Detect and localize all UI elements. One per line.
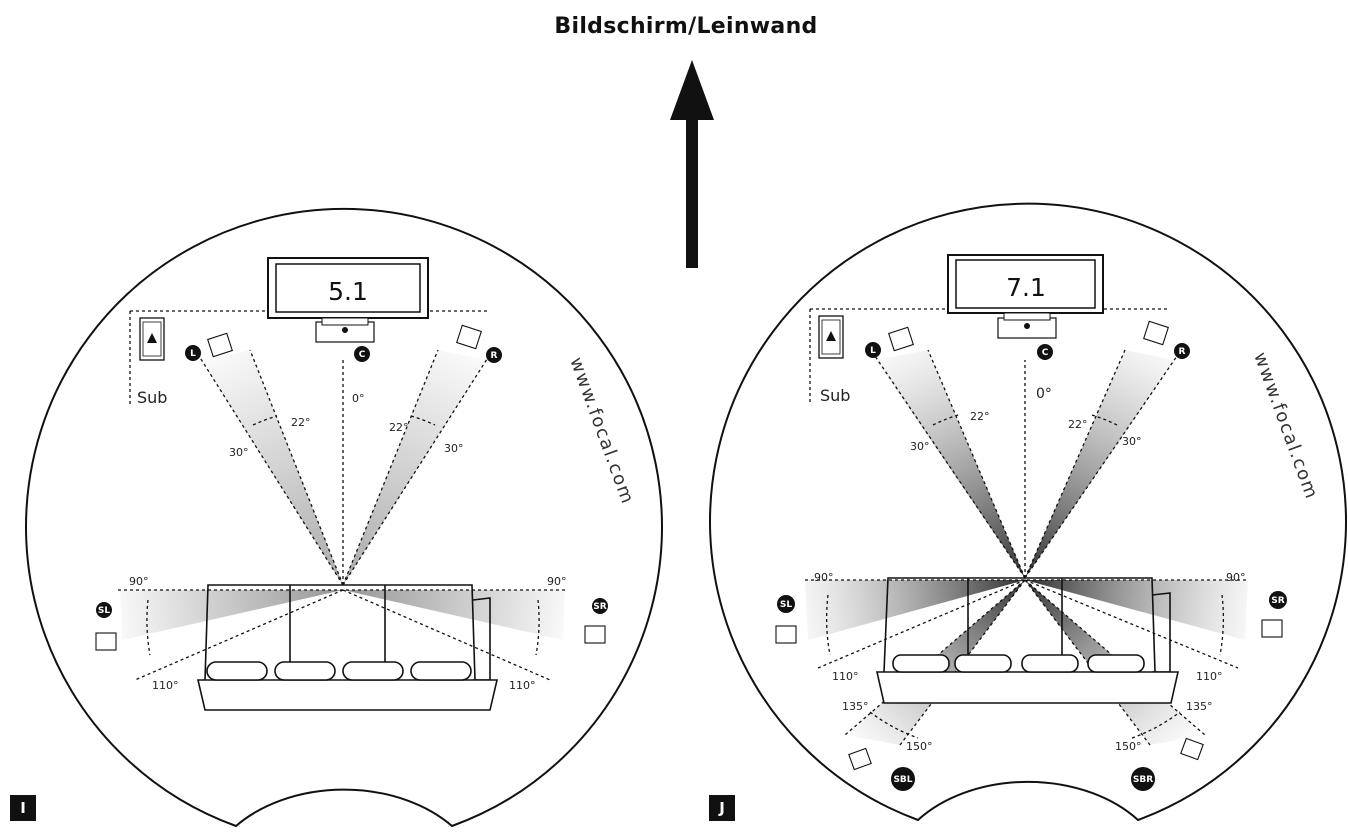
- config-label: 5.1: [328, 277, 368, 306]
- panel-7-1: 7.1 Sub L C R SL SR SBL SBR 0° 22°: [709, 202, 1347, 822]
- angle-center: 0°: [352, 392, 365, 405]
- svg-text:SR: SR: [1271, 596, 1284, 606]
- angle-side-back-left: 110°: [832, 670, 859, 683]
- angle-side-left: 90°: [814, 571, 834, 584]
- angle-front-inner-right: 22°: [389, 421, 409, 434]
- wedge-side-right: [343, 590, 565, 640]
- speaker-badge-C: C: [1037, 344, 1053, 360]
- wedge-front-right: [343, 350, 487, 585]
- couch: [875, 577, 1180, 704]
- angle-side-left: 90°: [129, 575, 149, 588]
- angle-side-back-left: 110°: [152, 679, 179, 692]
- speaker-badge-C: C: [354, 346, 370, 362]
- website-url: www.focal.com: [1249, 350, 1322, 503]
- panel-label-i: I: [10, 795, 36, 821]
- svg-text:L: L: [190, 349, 196, 359]
- sub-label: Sub: [137, 388, 167, 407]
- room-outline: [25, 207, 663, 828]
- svg-text:SL: SL: [780, 600, 792, 610]
- angle-front-outer-right: 30°: [1122, 435, 1142, 448]
- speaker-badge-SR: SR: [592, 598, 608, 614]
- panel-5-1: 5.1 Sub L C R SL SR 0° 22° 3: [25, 207, 663, 828]
- panel-label-j: J: [709, 795, 735, 821]
- wedge-side-left: [805, 580, 1025, 640]
- svg-text:L: L: [870, 346, 876, 356]
- speaker-icon: [95, 324, 606, 651]
- screen-5-1: 5.1: [267, 257, 429, 319]
- svg-text:R: R: [491, 351, 498, 361]
- speaker-icon: [775, 320, 1283, 771]
- sub-label: Sub: [820, 386, 850, 405]
- subwoofer: Sub: [818, 315, 850, 405]
- wedge-front-right: [1025, 350, 1175, 578]
- svg-text:C: C: [1042, 348, 1049, 358]
- angle-back-outer-right: 150°: [1115, 740, 1142, 753]
- svg-text:SL: SL: [98, 606, 110, 616]
- speaker-badge-SBL: SBL: [891, 767, 915, 791]
- svg-text:R: R: [1179, 347, 1186, 357]
- angle-side-right: 90°: [547, 575, 567, 588]
- angle-front-inner-right: 22°: [1068, 418, 1088, 431]
- angle-back-outer-left: 150°: [906, 740, 933, 753]
- room-outline: [709, 202, 1347, 822]
- subwoofer: Sub: [137, 317, 167, 407]
- wedge-side-right: [1025, 580, 1248, 640]
- website-url: www.focal.com: [565, 355, 638, 508]
- svg-text:SR: SR: [593, 602, 606, 612]
- angle-front-outer-right: 30°: [444, 442, 464, 455]
- config-label: 7.1: [1006, 273, 1046, 302]
- speaker-badge-SL: SL: [96, 602, 112, 618]
- angle-side-back-right: 110°: [1196, 670, 1223, 683]
- angle-side-back-right: 110°: [509, 679, 536, 692]
- speaker-badge-R: R: [486, 347, 502, 363]
- speaker-badge-L: L: [185, 345, 201, 361]
- angle-front-outer-left: 30°: [229, 446, 249, 459]
- wedge-side-left: [120, 590, 343, 640]
- svg-text:SBL: SBL: [893, 775, 912, 785]
- speaker-badge-R: R: [1174, 343, 1190, 359]
- angle-center: 0°: [1036, 386, 1052, 402]
- svg-text:C: C: [359, 350, 366, 360]
- center-speaker: [997, 312, 1057, 339]
- wedge-front-left: [201, 350, 343, 585]
- speaker-badge-SL: SL: [777, 595, 795, 613]
- angle-front-outer-left: 30°: [910, 440, 930, 453]
- angle-back-inner-right: 135°: [1186, 700, 1213, 713]
- screen-direction-arrow: [670, 60, 714, 268]
- svg-text:SBR: SBR: [1133, 775, 1153, 785]
- wedge-front-left: [876, 350, 1025, 578]
- couch: [196, 584, 499, 711]
- angle-back-inner-left: 135°: [842, 700, 869, 713]
- speaker-badge-SR: SR: [1269, 591, 1287, 609]
- screen-7-1: 7.1: [947, 254, 1104, 314]
- center-speaker: [315, 317, 375, 343]
- angle-front-inner-left: 22°: [970, 410, 990, 423]
- speaker-badge-L: L: [865, 342, 881, 358]
- angle-side-right: 90°: [1226, 571, 1246, 584]
- screen-direction-title: Bildschirm/Leinwand: [554, 14, 818, 39]
- angle-front-inner-left: 22°: [291, 416, 311, 429]
- speaker-badge-SBR: SBR: [1131, 767, 1155, 791]
